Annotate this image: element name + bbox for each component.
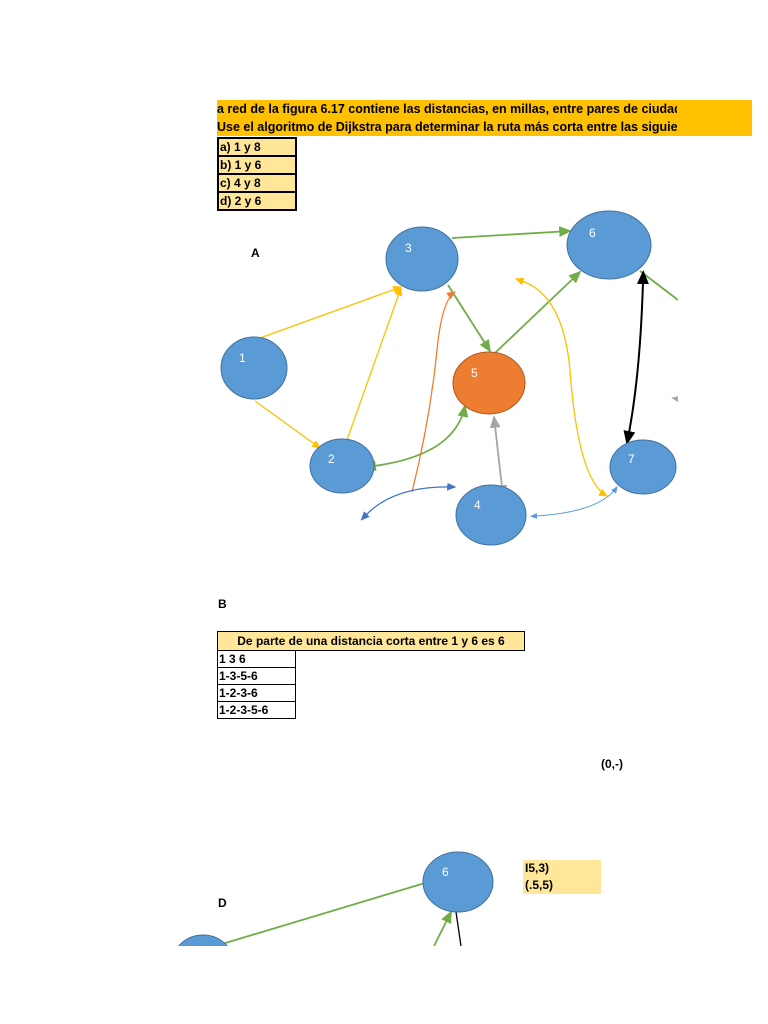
edge-6-7: [623, 270, 649, 445]
edge-3-5: [447, 284, 491, 353]
question-d: d) 2 y 6: [217, 191, 297, 211]
svg-text:1: 1: [239, 351, 246, 365]
graph-d-label-1: I5,3): [523, 860, 601, 877]
question-b: b) 1 y 6: [217, 155, 297, 175]
edge-1-2: [254, 400, 322, 449]
label-zero: (0,-): [601, 757, 623, 771]
edge-5-6: [494, 270, 582, 354]
node-6: 6: [566, 210, 652, 280]
svg-text:4: 4: [474, 498, 481, 512]
svg-text:2: 2: [328, 452, 335, 466]
question-a: a) 1 y 8: [217, 137, 297, 157]
svg-text:5: 5: [471, 366, 478, 380]
edge-2-5: [363, 404, 469, 472]
edge-gray-stub: [671, 394, 685, 406]
svg-text:6: 6: [442, 865, 449, 879]
section-label-d: D: [218, 896, 227, 910]
problem-highlight-fill: [677, 100, 752, 136]
edge-4-3: [411, 291, 457, 493]
problem-line-2: Use el algoritmo de Dijkstra para determ…: [217, 118, 677, 136]
node-1: 1: [220, 336, 288, 400]
svg-text:3: 3: [405, 241, 412, 255]
edge-6-right: [639, 270, 679, 301]
edge-7-6-yellow: [514, 277, 609, 497]
node-5: 5: [452, 351, 526, 415]
edge-4-7: [530, 486, 618, 519]
svg-text:7: 7: [628, 452, 635, 466]
bottom-cutoff-mask: [0, 946, 768, 1024]
edge-1-3: [259, 285, 403, 339]
edge-d-green-stub: [433, 910, 452, 947]
routes-table-row: 1-2-3-5-6: [217, 701, 296, 719]
routes-table-row: 1-3-5-6: [217, 667, 296, 685]
node-3: 3: [385, 226, 459, 292]
node-2: 2: [309, 438, 375, 494]
node-7: 7: [609, 439, 677, 495]
section-label-b: B: [218, 597, 227, 611]
edge-d-left-6: [221, 882, 426, 945]
edge-3-6: [451, 226, 572, 239]
routes-table-row: 1-2-3-6: [217, 684, 296, 702]
section-label-a: A: [251, 246, 260, 260]
routes-table-row: 1 3 6: [217, 650, 296, 668]
node-4: 4: [455, 484, 527, 546]
node-d-6: 6: [422, 851, 494, 913]
routes-table-header: De parte de una distancia corta entre 1 …: [217, 631, 525, 651]
right-cutoff-mask: [678, 200, 768, 570]
graph-d-label-2: (.5,5): [523, 877, 601, 894]
problem-line-1: a red de la figura 6.17 contiene las dis…: [217, 100, 677, 118]
edge-2-3: [346, 286, 403, 441]
edge-d-black-stub: [455, 911, 462, 947]
svg-text:6: 6: [589, 226, 596, 240]
edge-4-5: [489, 415, 508, 498]
edge-blue-curve: [360, 482, 457, 521]
